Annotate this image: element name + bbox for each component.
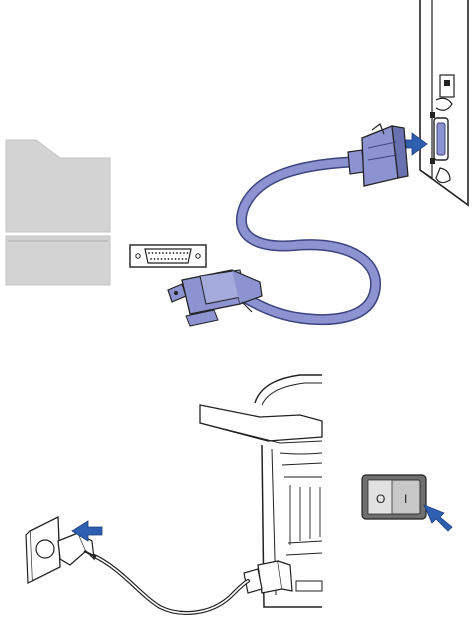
power-cord-icon <box>92 555 248 613</box>
parallel-port-icon <box>130 245 206 267</box>
power-switch-icon: O I <box>362 475 426 519</box>
parallel-cable-diagram <box>0 0 472 345</box>
computer-end-connector <box>168 270 262 326</box>
parallel-cable-figure <box>0 0 472 345</box>
power-inlet-connector <box>244 561 292 593</box>
printer-end-connector <box>348 124 408 186</box>
switch-on-label: I <box>404 492 407 506</box>
power-plug-icon <box>58 533 96 565</box>
parallel-cable-icon <box>168 124 408 326</box>
arrow-icon <box>424 505 452 531</box>
computer-icon <box>6 140 110 285</box>
power-cord-figure: O I <box>0 345 472 625</box>
power-cord-diagram: O I <box>0 345 472 625</box>
printer-rear-icon <box>420 0 468 205</box>
wall-socket-icon <box>26 517 60 583</box>
switch-off-label: O <box>376 492 385 506</box>
